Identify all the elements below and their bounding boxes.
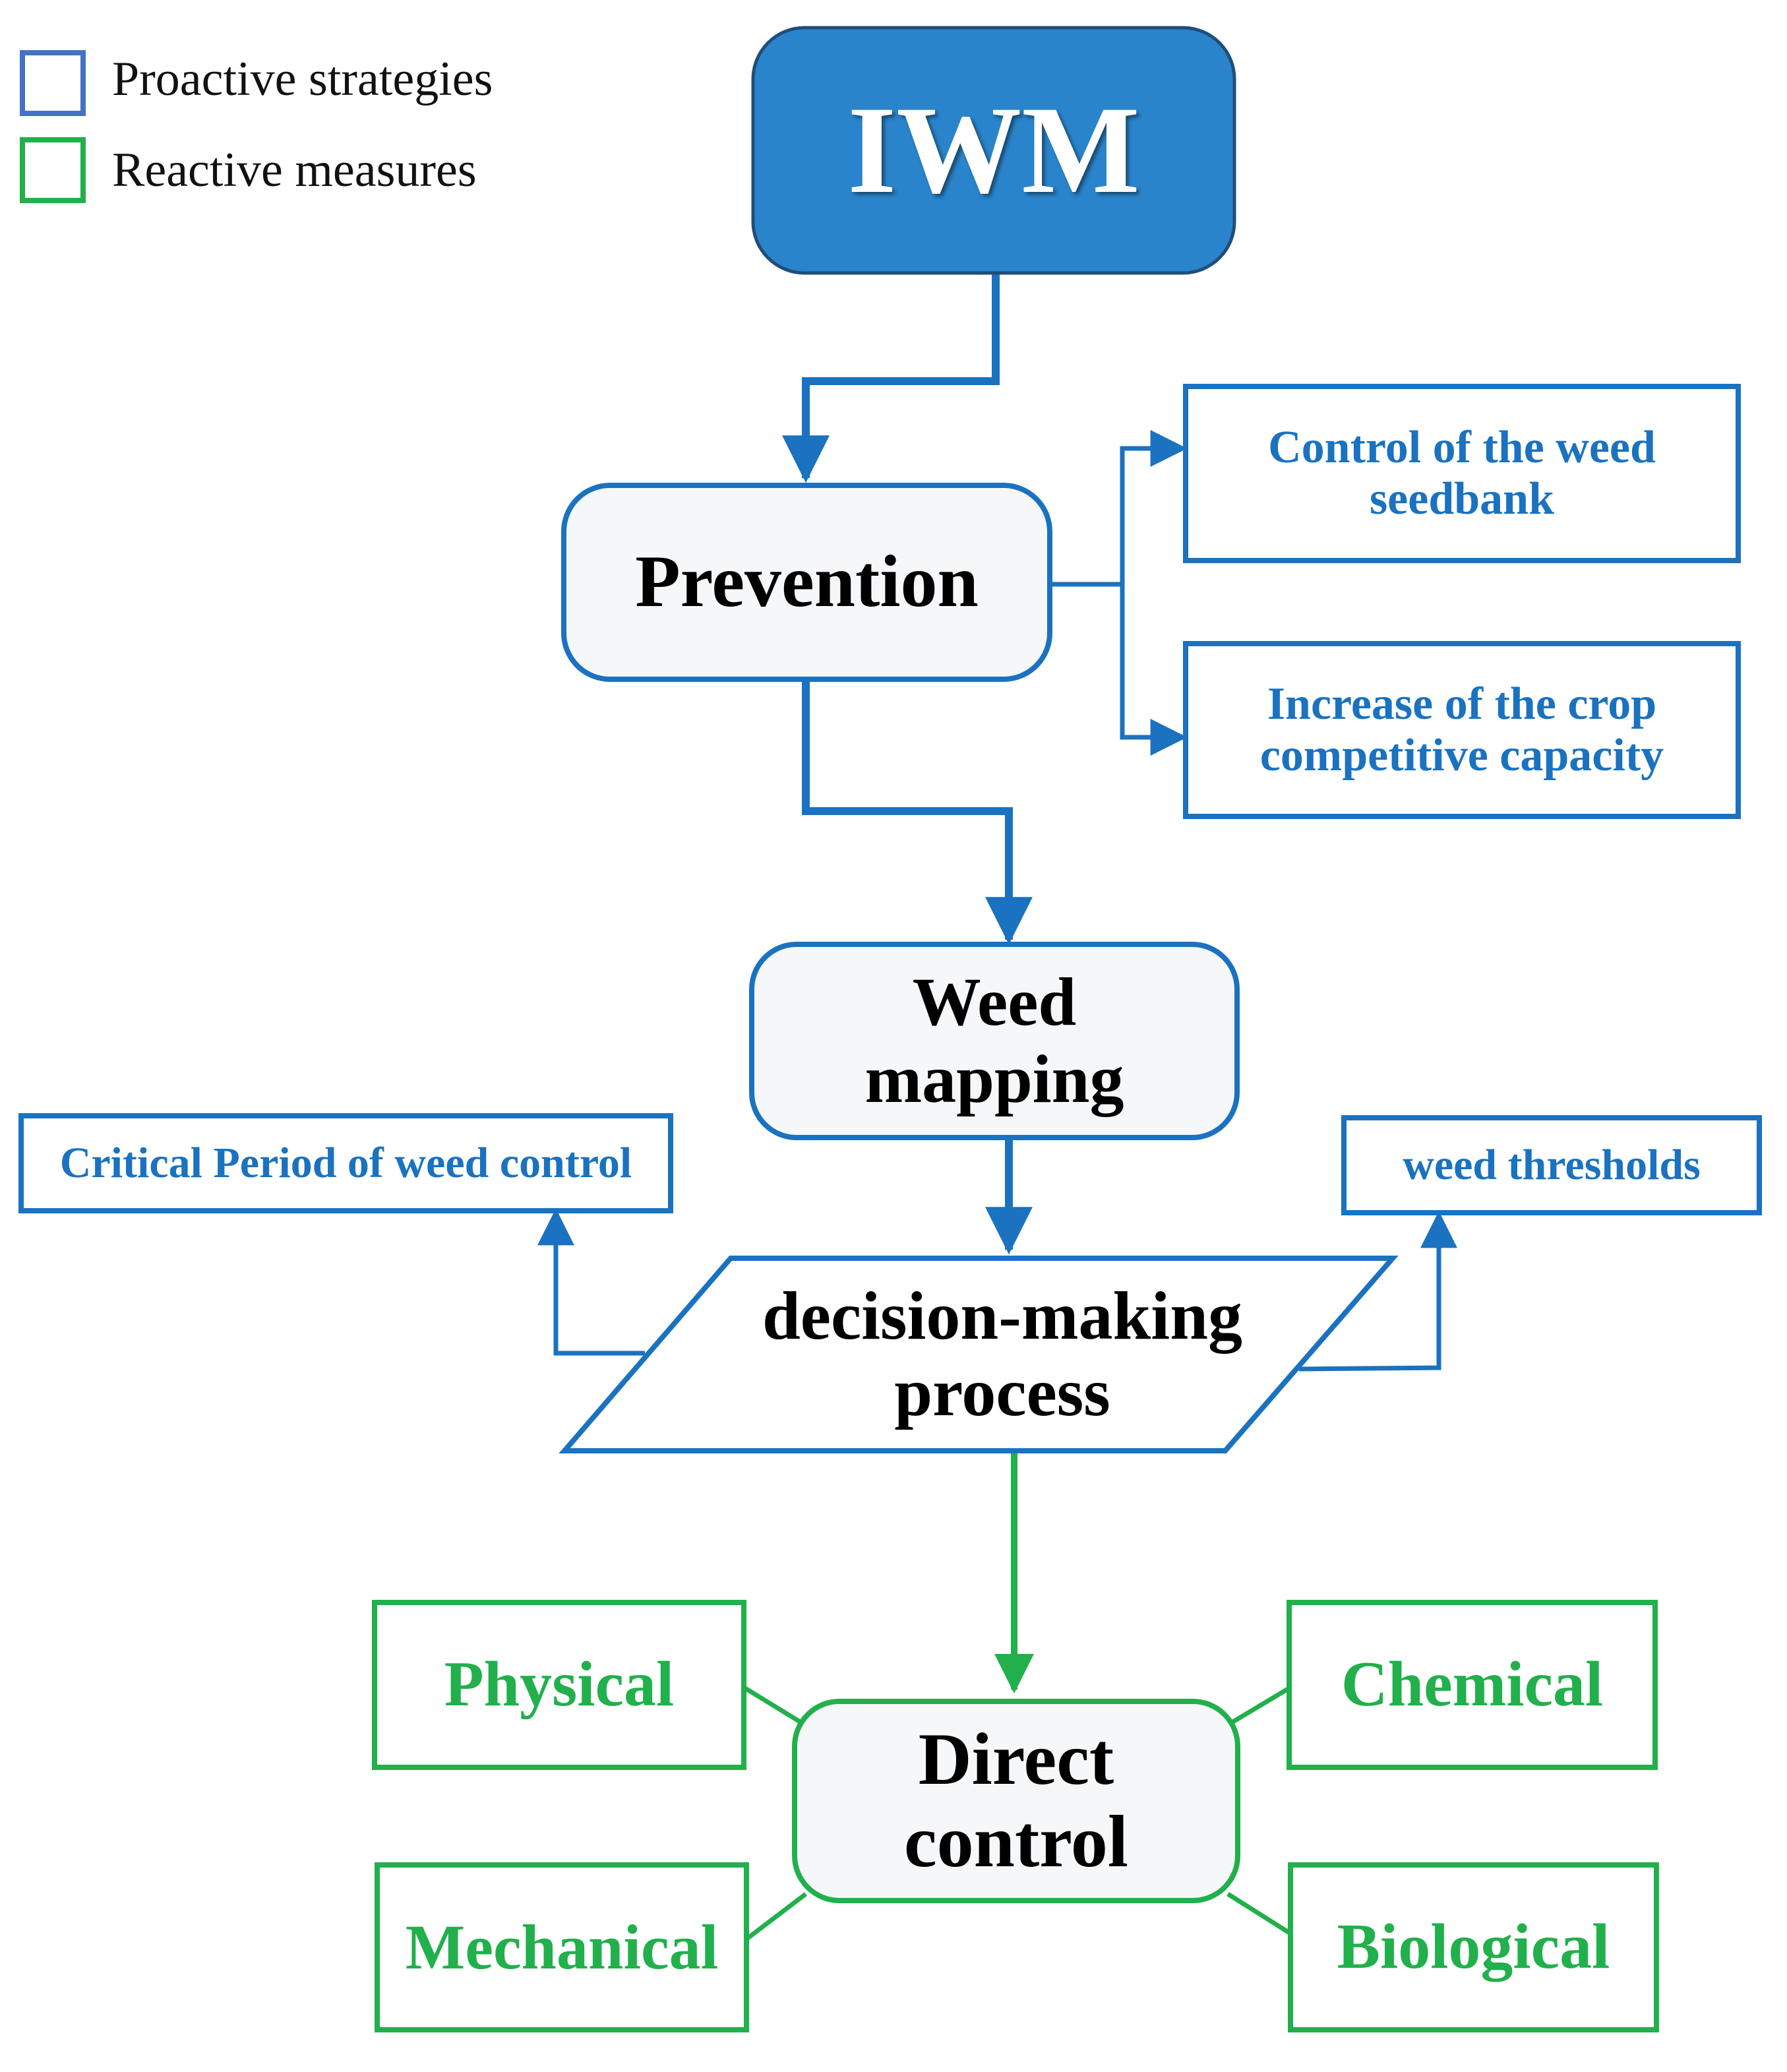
arrow-prevention-to-weed-mapping [802, 679, 1033, 945]
physical-box [372, 1600, 746, 1770]
connector-biological [1227, 1892, 1292, 1935]
thresholds-label: weed thresholds [1403, 1141, 1701, 1190]
direct-control-label: Direct control [903, 1718, 1129, 1883]
direct-control-box [792, 1699, 1240, 1903]
prevention-label: Prevention [635, 541, 979, 623]
connector-chemical [1230, 1686, 1290, 1725]
connector-physical [744, 1686, 803, 1724]
iwm-box [751, 26, 1236, 275]
decision-parallelogram [559, 1256, 1399, 1453]
chemical-label: Chemical [1341, 1649, 1604, 1721]
arrow-decision-to-critical-period [537, 1208, 645, 1356]
connector-mechanical [743, 1892, 808, 1942]
weed-mapping-box [749, 942, 1240, 1140]
seedbank-box [1183, 384, 1741, 563]
arrow-decision-to-thresholds [1298, 1211, 1457, 1372]
iwm-label: IWM [847, 80, 1140, 220]
decision-label: decision-making process [762, 1277, 1243, 1430]
legend-swatch-reactive [20, 137, 86, 203]
biological-box [1288, 1862, 1659, 2032]
crop-capacity-box [1183, 641, 1741, 819]
arrow-prevention-to-seedbank [1120, 430, 1188, 737]
legend-label-proactive: Proactive strategies [112, 52, 493, 106]
mechanical-label: Mechanical [405, 1912, 719, 1983]
arrow-iwm-to-prevention [782, 273, 1000, 483]
crop-capacity-label: Increase of the crop competitive capacit… [1259, 678, 1664, 781]
weed-mapping-label: Weed mapping [864, 964, 1124, 1117]
critical-period-box [18, 1113, 673, 1213]
legend-label-reactive: Reactive measures [112, 143, 477, 197]
prevention-box [561, 483, 1052, 682]
biological-label: Biological [1337, 1911, 1610, 1983]
thresholds-box [1341, 1115, 1762, 1215]
mechanical-box [375, 1862, 749, 2032]
critical-period-label: Critical Period of weed control [59, 1139, 632, 1188]
chemical-box [1287, 1600, 1658, 1770]
arrow-prevention-to-crop-capacity [1120, 580, 1188, 756]
seedbank-label: Control of the weed seedbank [1268, 421, 1656, 524]
physical-label: Physical [444, 1649, 675, 1721]
legend-swatch-proactive [20, 50, 86, 116]
